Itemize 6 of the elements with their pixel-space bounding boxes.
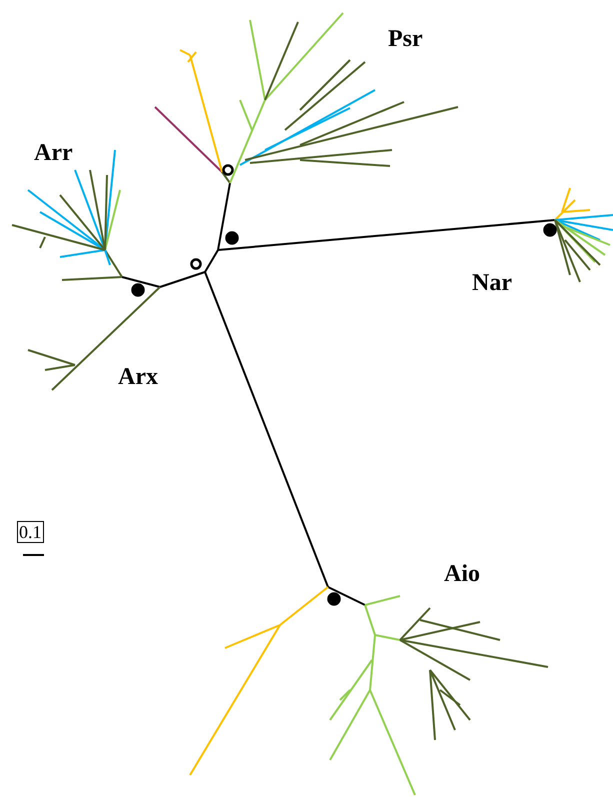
clade-label: Nar <box>472 270 512 296</box>
clade-label: Aio <box>444 561 480 587</box>
clade-label: Psr <box>388 26 423 52</box>
scale-bar-label: 0.1 <box>17 521 44 543</box>
clade-label: Arx <box>118 364 158 390</box>
clade-label: Arr <box>34 140 73 166</box>
